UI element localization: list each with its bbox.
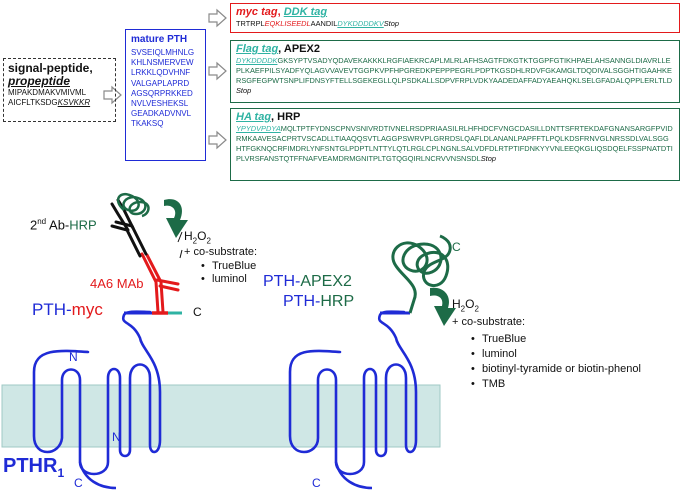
- n-terminus-label-left-inner: N: [112, 430, 121, 444]
- mature-pth-seq-line: GEADKADVNVL: [131, 109, 192, 119]
- cosubstrate-label-right: + co-substrate:: [452, 316, 526, 328]
- cosubstrate-list-right: TrueBlue luminol biotinyl-tyramide or bi…: [468, 332, 641, 392]
- apex-hrp-squiggle: [391, 234, 452, 314]
- mature-pth-box: mature PTH SVSEIQLMHNLG KHLNSMERVEW LRKK…: [125, 29, 206, 161]
- secondary-antibody-label: 2nd Ab-HRP: [30, 217, 97, 233]
- flag-apex2-box: Flag tag, APEX2 DYKDDDDKGKSYPTVSADYQDAVE…: [230, 40, 680, 103]
- signal-sequence-line1: MIPAKDMAKVMIVML: [8, 88, 87, 97]
- flow-arrows: [103, 8, 227, 150]
- mab-label: 4A6 MAb: [90, 276, 144, 291]
- c-terminus-label-left-bottom: C: [74, 476, 83, 490]
- ha-hrp-sequence: YPYDVPDYAMQLTPTFYDNSCPNVSNIVRDTIVNELRSDP…: [236, 124, 673, 163]
- pth-myc-label: PTH-myc: [32, 300, 103, 319]
- mature-pth-seq-line: KHLNSMERVEW: [131, 58, 194, 68]
- mature-pth-seq-line: SVSEIQLMHNLG: [131, 48, 195, 57]
- pth-apex2-label: PTH-APEX2: [263, 273, 352, 290]
- pth-hrp-label: PTH-HRP: [283, 293, 355, 310]
- cosubstrate-item: luminol: [471, 347, 641, 362]
- mature-pth-seq-line: TKAKSQ: [131, 119, 164, 129]
- myc-ddk-box: myc tag, DDK tag TRTRPLEQKLISEEDLAANDILD…: [230, 3, 680, 33]
- c-terminus-label-right-bottom: C: [312, 476, 321, 490]
- mature-pth-title: mature PTH: [131, 34, 188, 45]
- cosubstrate-list-left: TrueBlue luminol: [198, 260, 256, 286]
- mature-pth-seq-line: LRKKLQDVHNF: [131, 68, 191, 78]
- receptor-label: PTHR1: [3, 455, 65, 480]
- mab-antibody: [140, 252, 180, 314]
- cosubstrate-item: biotinyl-tyramide or biotin-phenol: [471, 362, 641, 377]
- cosubstrate-item: TrueBlue: [471, 332, 641, 347]
- mature-pth-seq-line: VALGAPLAPRD: [131, 78, 190, 88]
- cell-membrane: [1, 384, 441, 448]
- mature-pth-seq-line: AGSQRPRKKED: [131, 88, 193, 98]
- receptor-left-chain: [32, 310, 162, 476]
- reaction-arrow-left: [164, 199, 188, 238]
- mature-pth-seq-line: NVLVESHEKSL: [131, 99, 189, 109]
- c-terminus-label-left: C: [193, 305, 202, 319]
- hrp-left-squiggle: [116, 193, 150, 218]
- n-terminus-label-left: N: [69, 350, 78, 364]
- signal-peptide-title: signal-peptide,: [8, 61, 93, 75]
- propeptide-title: propeptide: [8, 74, 70, 88]
- flag-apex2-sequence: DYKDDDDKGKSYPTVSADYQDAVEKAKKKLRGFIAEKRCA…: [236, 56, 673, 95]
- signal-peptide-box: signal-peptide, propeptide MIPAKDMAKVMIV…: [3, 58, 116, 122]
- ha-hrp-title: HA tag, HRP: [236, 111, 301, 123]
- reaction-arrow-right: [430, 287, 456, 326]
- receptor-right-chain: [288, 310, 418, 476]
- ha-hrp-box: HA tag, HRP YPYDVPDYAMQLTPTFYDNSCPNVSNIV…: [230, 108, 680, 181]
- h2o2-label-left: H2O2: [184, 229, 211, 246]
- cosubstrate-item: luminol: [201, 273, 256, 286]
- flag-apex2-title: Flag tag, APEX2: [236, 43, 320, 55]
- receptor-left-tail: [78, 461, 117, 490]
- cosubstrate-item: TMB: [471, 377, 641, 392]
- hrp-output-arrows-left: [177, 231, 183, 259]
- myc-ddk-sequence: TRTRPLEQKLISEEDLAANDILDYKDDDDKVStop: [236, 19, 399, 28]
- receptor-right-tail: [334, 461, 373, 490]
- myc-ddk-title: myc tag, DDK tag: [236, 6, 328, 18]
- signal-sequence-line2: AICFLTKSDGKSVKKR: [8, 98, 91, 107]
- cosubstrate-item: TrueBlue: [201, 260, 256, 273]
- cosubstrate-label-left: + co-substrate:: [184, 246, 258, 258]
- c-terminus-label-right: C: [452, 240, 461, 254]
- h2o2-label-right: H2O2: [452, 297, 479, 314]
